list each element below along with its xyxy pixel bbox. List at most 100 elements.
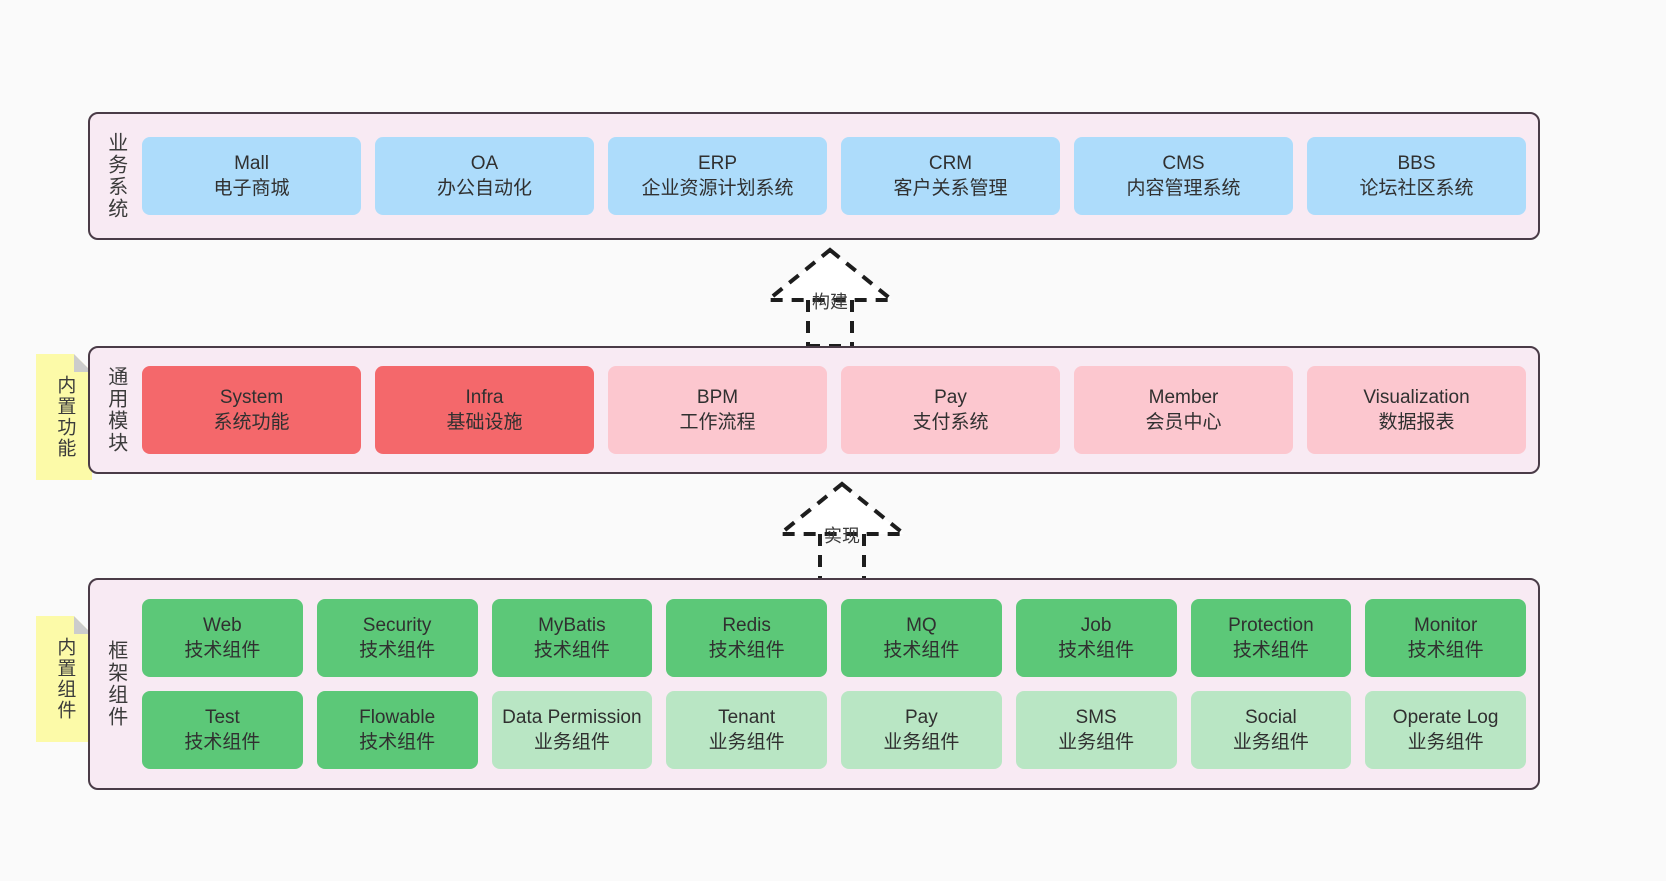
card-social[interactable]: Social 业务组件 bbox=[1190, 691, 1352, 769]
card-protection[interactable]: Protection 技术组件 bbox=[1190, 599, 1352, 677]
card-subtitle: 技术组件 bbox=[1058, 640, 1135, 661]
card-subtitle: 技术组件 bbox=[533, 640, 610, 661]
card-subtitle: 业务组件 bbox=[1407, 732, 1484, 753]
card-sms[interactable]: SMS 业务组件 bbox=[1015, 691, 1177, 769]
card-title: CRM bbox=[928, 152, 973, 174]
card-title: Mall bbox=[234, 152, 269, 174]
card-title: MQ bbox=[906, 614, 937, 636]
note-label: 内置组件 bbox=[54, 637, 76, 721]
card-title: Protection bbox=[1228, 614, 1314, 636]
card-title: SMS bbox=[1075, 706, 1117, 728]
layer-body-framework: Web 技术组件 Security 技术组件 MyBatis 技术组件 Redi… bbox=[140, 580, 1538, 788]
card-member[interactable]: Member 会员中心 bbox=[1074, 366, 1293, 454]
layer-body-module: System 系统功能 Infra 基础设施 BPM 工作流程 Pay 支付系统… bbox=[140, 348, 1538, 472]
card-crm[interactable]: CRM 客户关系管理 bbox=[841, 137, 1060, 215]
card-pay-component[interactable]: Pay 业务组件 bbox=[841, 691, 1002, 769]
card-subtitle: 会员中心 bbox=[1145, 412, 1222, 433]
card-row-framework-biz: Test 技术组件 Flowable 技术组件 Data Permission … bbox=[142, 691, 1526, 769]
card-flowable[interactable]: Flowable 技术组件 bbox=[316, 691, 478, 769]
card-mq[interactable]: MQ 技术组件 bbox=[841, 599, 1002, 677]
card-system[interactable]: System 系统功能 bbox=[142, 366, 361, 454]
card-job[interactable]: Job 技术组件 bbox=[1015, 599, 1177, 677]
card-title: Job bbox=[1080, 614, 1112, 636]
card-bpm[interactable]: BPM 工作流程 bbox=[608, 366, 827, 454]
card-title: Pay bbox=[905, 706, 938, 728]
card-title: Redis bbox=[722, 614, 771, 636]
card-title: Visualization bbox=[1363, 386, 1470, 408]
connector-build: 构建 bbox=[740, 246, 940, 348]
card-row-framework-tech: Web 技术组件 Security 技术组件 MyBatis 技术组件 Redi… bbox=[142, 599, 1526, 677]
card-subtitle: 技术组件 bbox=[1232, 640, 1309, 661]
card-title: Social bbox=[1245, 706, 1297, 728]
card-title: Infra bbox=[465, 386, 504, 408]
card-pay-module[interactable]: Pay 支付系统 bbox=[841, 366, 1060, 454]
connector-label-realize: 实现 bbox=[824, 526, 860, 546]
connector-realize: 实现 bbox=[752, 480, 952, 582]
card-subtitle: 电子商城 bbox=[213, 178, 290, 199]
card-subtitle: 技术组件 bbox=[184, 732, 261, 753]
card-subtitle: 基础设施 bbox=[446, 412, 523, 433]
card-subtitle: 论坛社区系统 bbox=[1359, 178, 1474, 199]
card-title: Security bbox=[362, 614, 432, 636]
layer-framework-components: 框架组件 Web 技术组件 Security 技术组件 MyBatis 技术组件… bbox=[88, 578, 1540, 790]
card-infra[interactable]: Infra 基础设施 bbox=[375, 366, 594, 454]
card-subtitle: 业务组件 bbox=[533, 732, 610, 753]
card-subtitle: 企业资源计划系统 bbox=[641, 178, 794, 199]
layer-common-modules: 通用模块 System 系统功能 Infra 基础设施 BPM 工作流程 Pay… bbox=[88, 346, 1540, 474]
card-title: Web bbox=[203, 614, 242, 636]
card-security[interactable]: Security 技术组件 bbox=[316, 599, 478, 677]
card-subtitle: 工作流程 bbox=[679, 412, 756, 433]
card-title: MyBatis bbox=[538, 614, 606, 636]
card-title: Test bbox=[204, 706, 240, 728]
card-monitor[interactable]: Monitor 技术组件 bbox=[1365, 599, 1526, 677]
card-title: Flowable bbox=[359, 706, 436, 728]
card-oa[interactable]: OA 办公自动化 bbox=[375, 137, 594, 215]
card-subtitle: 数据报表 bbox=[1378, 412, 1455, 433]
card-title: Tenant bbox=[718, 706, 776, 728]
layer-body-business: Mall 电子商城 OA 办公自动化 ERP 企业资源计划系统 CRM 客户关系… bbox=[140, 114, 1538, 238]
layer-title-module: 通用模块 bbox=[104, 366, 127, 454]
card-cms[interactable]: CMS 内容管理系统 bbox=[1074, 137, 1293, 215]
card-subtitle: 支付系统 bbox=[912, 412, 989, 433]
card-mall[interactable]: Mall 电子商城 bbox=[142, 137, 361, 215]
card-title: System bbox=[219, 386, 284, 408]
card-subtitle: 业务组件 bbox=[708, 732, 785, 753]
layer-title-business: 业务系统 bbox=[104, 132, 127, 220]
card-title: Monitor bbox=[1413, 614, 1478, 636]
card-title: Data Permission bbox=[502, 706, 642, 728]
card-mybatis[interactable]: MyBatis 技术组件 bbox=[491, 599, 653, 677]
connector-label-build: 构建 bbox=[812, 292, 848, 312]
card-title: BBS bbox=[1397, 152, 1436, 174]
card-operate-log[interactable]: Operate Log 业务组件 bbox=[1365, 691, 1526, 769]
card-bbs[interactable]: BBS 论坛社区系统 bbox=[1307, 137, 1526, 215]
card-subtitle: 技术组件 bbox=[883, 640, 960, 661]
card-subtitle: 客户关系管理 bbox=[893, 178, 1008, 199]
card-data-permission[interactable]: Data Permission 业务组件 bbox=[491, 691, 653, 769]
card-title: CMS bbox=[1162, 152, 1205, 174]
card-subtitle: 技术组件 bbox=[359, 732, 436, 753]
card-subtitle: 内容管理系统 bbox=[1126, 178, 1241, 199]
card-test[interactable]: Test 技术组件 bbox=[142, 691, 303, 769]
card-subtitle: 技术组件 bbox=[184, 640, 261, 661]
card-subtitle: 业务组件 bbox=[883, 732, 960, 753]
card-title: ERP bbox=[697, 152, 738, 174]
card-subtitle: 办公自动化 bbox=[436, 178, 532, 199]
card-title: Member bbox=[1148, 386, 1219, 408]
card-redis[interactable]: Redis 技术组件 bbox=[666, 599, 827, 677]
card-tenant[interactable]: Tenant 业务组件 bbox=[666, 691, 827, 769]
layer-business-systems: 业务系统 Mall 电子商城 OA 办公自动化 ERP 企业资源计划系统 CRM… bbox=[88, 112, 1540, 240]
card-erp[interactable]: ERP 企业资源计划系统 bbox=[608, 137, 827, 215]
card-row-module: System 系统功能 Infra 基础设施 BPM 工作流程 Pay 支付系统… bbox=[142, 366, 1526, 454]
card-web[interactable]: Web 技术组件 bbox=[142, 599, 303, 677]
layer-title-framework: 框架组件 bbox=[104, 640, 127, 728]
card-subtitle: 业务组件 bbox=[1058, 732, 1135, 753]
card-subtitle: 技术组件 bbox=[708, 640, 785, 661]
card-row-business: Mall 电子商城 OA 办公自动化 ERP 企业资源计划系统 CRM 客户关系… bbox=[142, 137, 1526, 215]
card-visualization[interactable]: Visualization 数据报表 bbox=[1307, 366, 1526, 454]
card-subtitle: 系统功能 bbox=[213, 412, 290, 433]
card-title: Pay bbox=[934, 386, 967, 408]
card-subtitle: 技术组件 bbox=[1407, 640, 1484, 661]
card-title: Operate Log bbox=[1392, 706, 1499, 728]
note-builtin-features: 内置功能 bbox=[36, 354, 92, 480]
